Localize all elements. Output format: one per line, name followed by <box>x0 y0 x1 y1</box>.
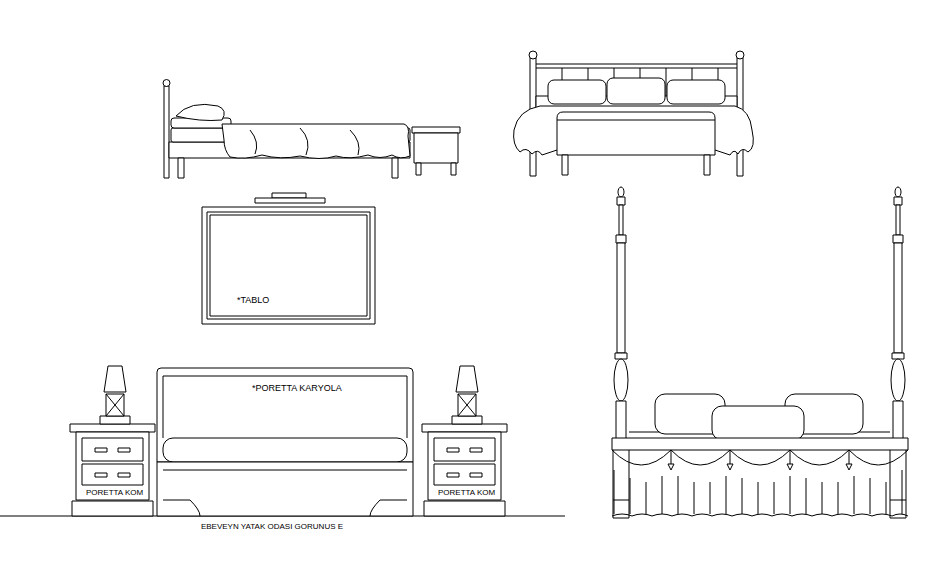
bedroom-elevation <box>0 366 565 516</box>
foot-bed-part <box>562 155 568 175</box>
nightstand-part <box>118 448 130 452</box>
nightstand-part <box>118 473 130 477</box>
picture-frame-part <box>210 215 367 316</box>
side-bed-part <box>163 80 170 87</box>
nightstand-part <box>470 448 482 452</box>
side-bed-part <box>164 86 169 178</box>
nightstand-part <box>422 424 507 432</box>
foot-bed-part <box>536 68 737 69</box>
foot-bed <box>514 51 754 176</box>
bed-front-part <box>163 438 407 462</box>
side-bed-part <box>412 127 460 133</box>
nightstand-part <box>95 448 107 452</box>
nightstand-part <box>434 464 495 485</box>
picture-frame-part <box>202 207 375 324</box>
nightstand-part <box>458 394 476 416</box>
bed-front-part <box>163 500 407 516</box>
foot-bed-part <box>704 155 710 175</box>
four-poster-bed-part <box>612 514 908 516</box>
nightstand-part <box>456 366 478 392</box>
side-bed-part <box>451 163 456 175</box>
four-poster-bed-part <box>612 438 908 450</box>
nightstand-part <box>452 416 482 424</box>
four-poster-bed-part <box>890 187 906 518</box>
side-bed-part <box>250 128 359 155</box>
four-poster-bed-part <box>671 450 849 464</box>
bed-front <box>157 368 413 516</box>
part-label: *TABLO <box>236 296 270 306</box>
side-bed-part <box>176 104 224 120</box>
nightstand-part <box>424 501 505 516</box>
foot-bed-part <box>667 80 725 104</box>
nightstand-part <box>76 432 149 500</box>
side-bed-part <box>178 158 184 178</box>
bed-front-part <box>163 470 407 471</box>
nightstand-part <box>458 394 476 416</box>
nightstand-part <box>104 366 126 392</box>
foot-bed-part <box>548 80 606 104</box>
side-bed-part <box>392 158 398 178</box>
picture-frame-part <box>207 212 370 319</box>
bed-front-part <box>163 376 164 438</box>
drawing-caption: EBEVEYN YATAK ODASI GORUNUS E <box>200 523 344 532</box>
bed-front-part <box>163 376 407 377</box>
side-bed <box>163 80 460 179</box>
foot-bed-part <box>529 51 537 59</box>
picture-frame-part <box>272 193 306 198</box>
nightstand-part <box>428 432 501 500</box>
nightstand-part <box>72 501 153 516</box>
part-label: *PORETTA KARYOLA <box>251 384 343 394</box>
nightstand-part <box>447 473 459 477</box>
part-label: PORETTA KOM <box>437 489 496 498</box>
bed-front-part <box>157 462 413 516</box>
side-bed-part <box>222 124 410 159</box>
four-poster-bed-part <box>613 187 629 518</box>
nightstand-part <box>106 394 124 416</box>
nightstand-part <box>434 438 495 461</box>
nightstand-part <box>82 464 143 485</box>
nightstand-part <box>100 416 130 424</box>
nightstand-part <box>95 473 107 477</box>
nightstand <box>422 366 507 516</box>
part-label: PORETTA KOM <box>85 489 144 498</box>
nightstand-part <box>82 438 143 461</box>
nightstand-part <box>470 473 482 477</box>
nightstand-part <box>106 394 124 416</box>
foot-bed-part <box>736 51 744 59</box>
foot-bed-part <box>536 64 737 65</box>
foot-bed-part <box>557 112 715 155</box>
nightstand-part <box>447 448 459 452</box>
foot-bed-part <box>514 106 754 155</box>
foot-bed-part <box>557 120 715 121</box>
four-poster-bed <box>612 187 908 518</box>
four-poster-bed-part <box>668 464 852 470</box>
bed-front-part <box>157 368 413 462</box>
four-poster-bed-part <box>614 470 902 514</box>
four-poster-bed-part <box>712 406 804 440</box>
picture-frame <box>202 193 375 324</box>
foot-bed-part <box>607 78 665 104</box>
nightstand-part <box>70 424 155 432</box>
nightstand <box>70 366 155 516</box>
bed-front-part <box>407 376 408 438</box>
side-bed-part <box>416 163 421 175</box>
four-poster-bed-part <box>612 450 908 465</box>
picture-frame-part <box>255 198 325 203</box>
side-bed-part <box>414 133 458 163</box>
